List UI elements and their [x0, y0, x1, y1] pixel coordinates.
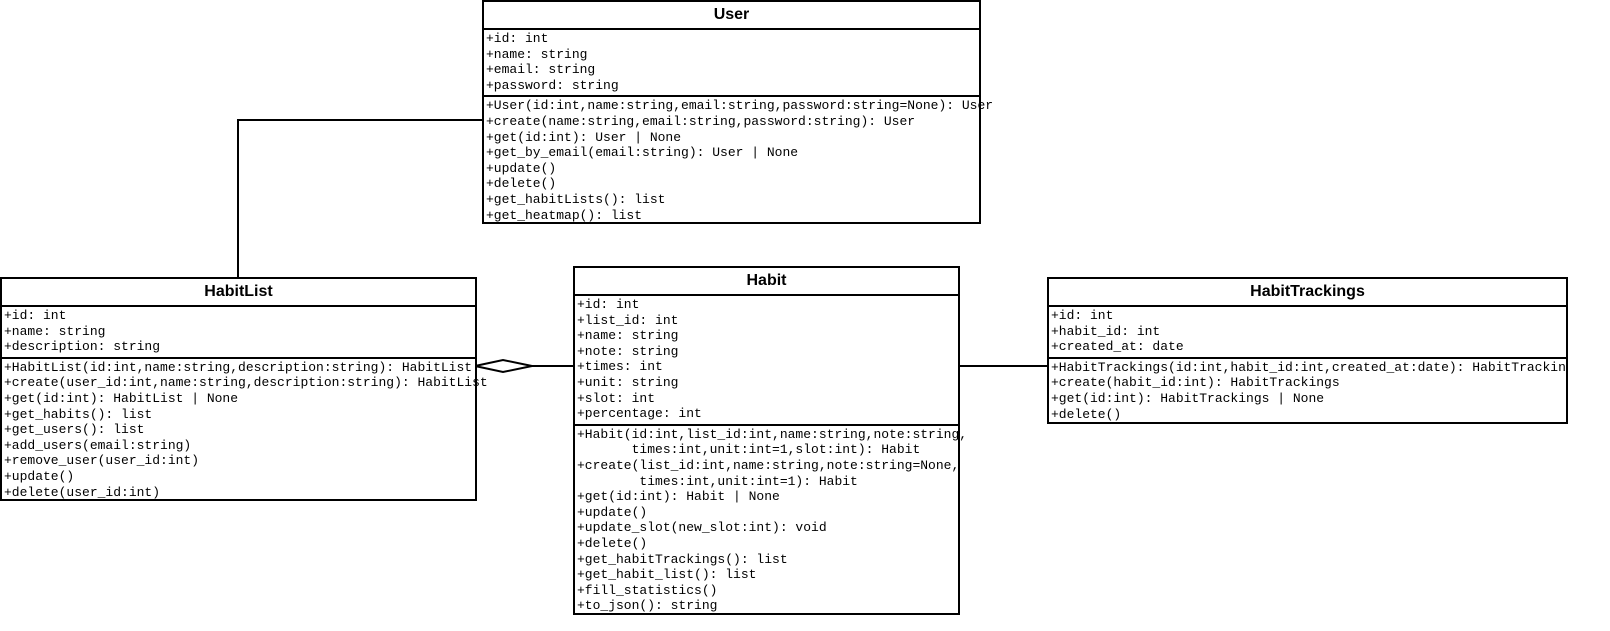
attribute-row: +name: string: [4, 323, 106, 339]
method-row: +Habit(id:int,list_id:int,name:string,no…: [577, 426, 968, 442]
method-row: +get(id:int): Habit | None: [577, 489, 780, 505]
method-row: +HabitTrackings(id:int,habit_id:int,crea…: [1051, 359, 1568, 375]
attribute-row: +password: string: [486, 77, 619, 93]
method-row: +update_slot(new_slot:int): void: [577, 520, 827, 536]
method-row: times:int,unit:int=1,slot:int): Habit: [577, 442, 921, 458]
method-row: +create(habit_id:int): HabitTrackings: [1051, 375, 1340, 391]
class-name: Habit: [575, 268, 958, 296]
attribute-row: +email: string: [486, 62, 596, 78]
attribute-row: +name: string: [577, 328, 679, 344]
attribute-row: +percentage: int: [577, 406, 702, 422]
method-row: +get(id:int): HabitTrackings | None: [1051, 390, 1325, 406]
method-row: +update(): [577, 504, 648, 520]
attribute-row: +id: int: [486, 31, 549, 46]
method-row: +to_json(): string: [577, 598, 718, 614]
method-row: +get_by_email(email:string): User | None: [486, 145, 799, 161]
attribute-row: +id: int: [1051, 308, 1114, 323]
methods-section: +User(id:int,name:string,email:string,pa…: [484, 97, 994, 225]
methods-section: +Habit(id:int,list_id:int,name:string,no…: [575, 426, 968, 616]
class-name: HabitList: [2, 279, 475, 307]
class-habit[interactable]: Habit+id: int+list_id: int+name: string+…: [573, 266, 968, 616]
method-row: +get(id:int): HabitList | None: [4, 390, 239, 406]
method-row: +fill_statistics(): [577, 582, 718, 598]
class-habitlist[interactable]: HabitList+id: int+name: string+descripti…: [0, 277, 488, 502]
method-row: +update(): [486, 160, 557, 176]
method-row: +get_habits(): list: [4, 406, 153, 422]
attributes-section: +id: int+name: string+description: strin…: [2, 307, 475, 359]
method-row: +add_users(email:string): [4, 437, 192, 453]
method-row: +get_habitLists(): list: [486, 191, 666, 207]
attribute-row: +times: int: [577, 359, 663, 375]
method-row: +create(user_id:int,name:string,descript…: [4, 375, 488, 391]
method-row: +delete(): [486, 176, 557, 192]
method-row: times:int,unit:int=1): Habit: [577, 473, 858, 489]
attributes-section: +id: int+habit_id: int+created_at: date: [1049, 307, 1566, 359]
attribute-row: +unit: string: [577, 374, 679, 390]
method-row: +update(): [4, 468, 75, 484]
method-row: +get_habitTrackings(): list: [577, 551, 788, 567]
method-row: +delete(): [577, 535, 648, 551]
attribute-row: +description: string: [4, 339, 161, 355]
class-habittrackings[interactable]: HabitTrackings+id: int+habit_id: int+cre…: [1047, 277, 1568, 424]
attribute-row: +id: int: [577, 297, 640, 312]
method-row: +get_heatmap(): list: [486, 207, 643, 223]
method-row: +create(list_id:int,name:string,note:str…: [577, 457, 960, 473]
methods-section: +HabitTrackings(id:int,habit_id:int,crea…: [1049, 359, 1568, 422]
attribute-row: +note: string: [577, 343, 679, 359]
attribute-row: +created_at: date: [1051, 339, 1184, 355]
methods-section: +HabitList(id:int,name:string,descriptio…: [2, 359, 488, 502]
method-row: +HabitList(id:int,name:string,descriptio…: [4, 359, 473, 375]
attribute-row: +slot: int: [577, 390, 656, 406]
attribute-row: +habit_id: int: [1051, 323, 1161, 339]
attribute-row: +id: int: [4, 308, 67, 323]
attribute-row: +name: string: [486, 46, 588, 62]
method-row: +get_habit_list(): list: [577, 567, 757, 583]
association-user-habitlist: [237, 119, 483, 278]
method-row: +get(id:int): User | None: [486, 129, 682, 145]
method-row: +create(name:string,email:string,passwor…: [486, 113, 916, 129]
method-row: +remove_user(user_id:int): [4, 453, 200, 469]
method-row: +delete(): [1051, 406, 1122, 422]
attributes-section: +id: int+list_id: int+name: string+note:…: [575, 296, 958, 426]
method-row: +get_users(): list: [4, 422, 145, 438]
class-name: User: [484, 2, 979, 30]
method-row: +User(id:int,name:string,email:string,pa…: [486, 98, 994, 114]
method-row: +delete(user_id:int): [4, 484, 161, 500]
class-name: HabitTrackings: [1049, 279, 1566, 307]
attribute-row: +list_id: int: [577, 312, 679, 328]
class-user[interactable]: User+id: int+name: string+email: string+…: [482, 0, 994, 225]
aggregation-diamond-icon: [474, 358, 533, 374]
attributes-section: +id: int+name: string+email: string+pass…: [484, 30, 979, 98]
